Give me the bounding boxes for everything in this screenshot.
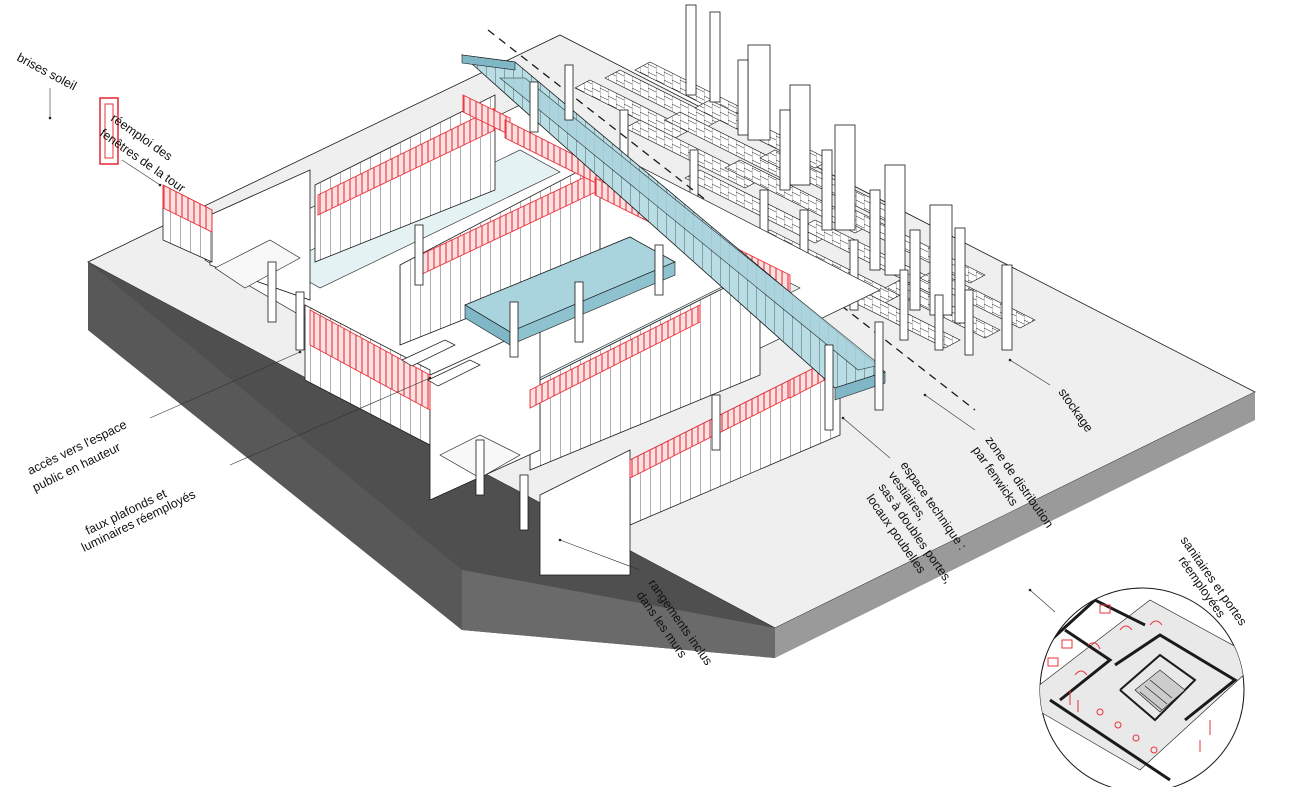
sanitary-detail-magnifier [1039, 587, 1245, 787]
reused-window-frame-icon [99, 97, 119, 165]
label-brise-soleil: brises soleil [15, 50, 79, 93]
slab-front-strip [462, 570, 775, 658]
storage-columns [619, 4, 1013, 356]
stair [214, 239, 301, 289]
building-pillars [267, 64, 884, 531]
brise-soleil-band [317, 107, 496, 216]
slab-left-face [88, 262, 462, 630]
tables [401, 339, 481, 387]
slab-right-face [775, 392, 1255, 658]
leader-lines [48, 88, 1056, 613]
